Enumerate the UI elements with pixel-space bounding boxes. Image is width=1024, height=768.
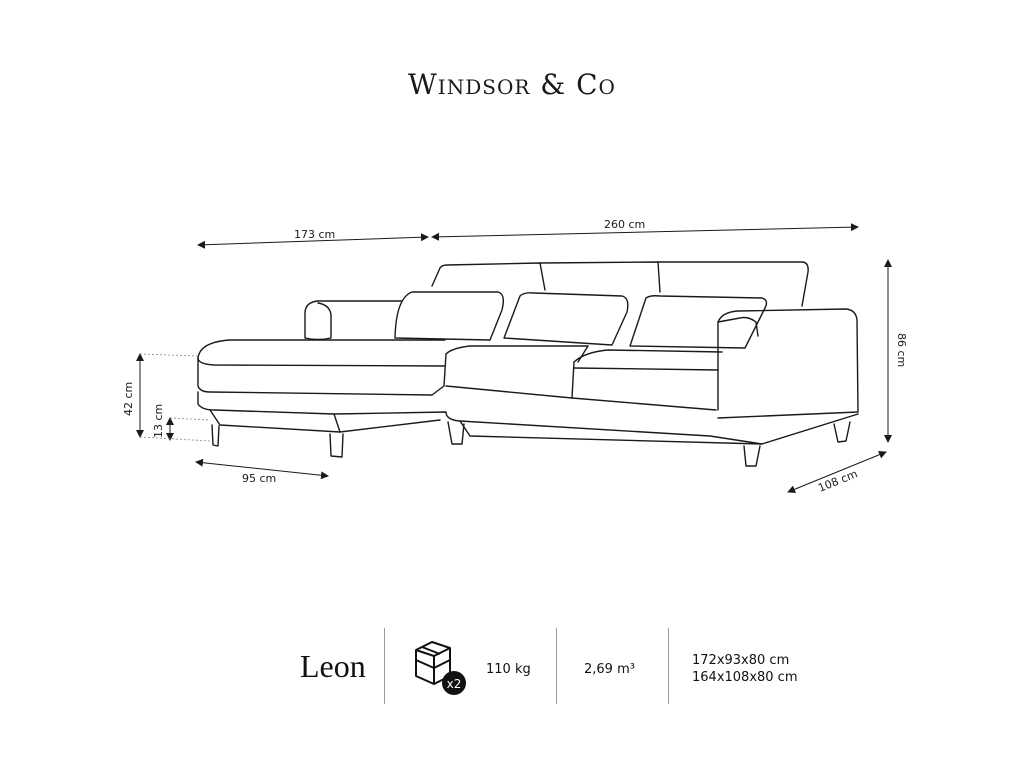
dim-line-95 (195, 458, 329, 480)
package-count: x2 (447, 677, 462, 691)
package-dimensions: 172x93x80 cm 164x108x80 cm (692, 652, 798, 686)
dim-label-173: 173 cm (294, 228, 335, 241)
volume-value: 2,69 m³ (584, 662, 635, 677)
package-dim-1: 172x93x80 cm (692, 653, 790, 668)
sofa-diagram: 173 cm 260 cm 86 cm 108 cm 95 cm 42 cm 1… (122, 218, 908, 495)
dim-label-260: 260 cm (604, 218, 645, 231)
dim-label-42: 42 cm (122, 382, 135, 416)
divider (556, 628, 557, 704)
dim-label-86: 86 cm (895, 333, 908, 367)
brand-logo: Windsor & Co (408, 68, 616, 101)
boxes-icon: x2 (415, 641, 466, 695)
dim-label-95: 95 cm (242, 472, 276, 485)
divider (384, 628, 385, 704)
dim-line-173 (197, 233, 429, 249)
weight-value: 110 kg (486, 662, 531, 677)
product-info-bar: Leon x2 110 kg 2,69 m³ 172x93x80 cm 164x… (0, 626, 1024, 706)
sofa-outline (197, 261, 859, 467)
package-dim-2: 164x108x80 cm (692, 670, 798, 685)
dim-line-108 (787, 450, 887, 494)
dim-label-13: 13 cm (152, 404, 165, 438)
divider (668, 628, 669, 704)
dim-line-260 (431, 223, 859, 241)
model-name: Leon (300, 648, 366, 684)
